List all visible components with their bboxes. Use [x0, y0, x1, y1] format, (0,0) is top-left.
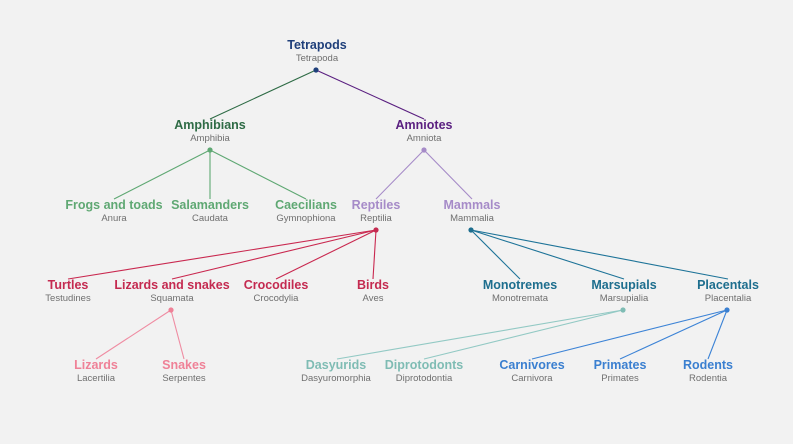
node-tetrapods-scientific: Tetrapoda	[295, 53, 339, 64]
node-salamanders: Salamanders Caudata	[171, 198, 249, 225]
link-mammals-placentals	[470, 229, 729, 280]
node-primates-common: Primates	[593, 358, 647, 372]
node-tetrapods-common: Tetrapods	[287, 38, 347, 52]
node-mammals-scientific: Mammalia	[450, 213, 494, 224]
node-snakes: Snakes Serpentes	[162, 358, 206, 385]
node-monotremes: Monotremes Monotremata	[483, 278, 557, 305]
node-squamates-common: Lizards and snakes	[114, 278, 230, 292]
node-lizards-common: Lizards	[74, 358, 118, 372]
node-carnivores-scientific: Carnivora	[511, 373, 553, 384]
link-mammals-monotremes	[470, 229, 521, 280]
link-mammals-marsupials	[470, 229, 625, 280]
junction-reptiles	[373, 227, 379, 233]
node-caecilians-common: Caecilians	[275, 198, 337, 212]
node-marsupials: Marsupials Marsupialia	[591, 278, 656, 305]
node-diprotodonts: Diprotodonts Diprotodontia	[385, 358, 463, 385]
node-frogs-scientific: Anura	[101, 213, 127, 224]
link-amniotes-mammals	[423, 149, 473, 200]
link-squamates-lizards	[95, 309, 172, 360]
link-tetrapods-amphibians	[209, 69, 317, 120]
junction-mammals	[468, 227, 474, 233]
node-crocodiles: Crocodiles Crocodylia	[244, 278, 309, 305]
link-reptiles-birds	[372, 229, 377, 280]
node-monotremes-scientific: Monotremata	[492, 293, 548, 304]
node-birds-common: Birds	[357, 278, 389, 292]
node-amniotes-scientific: Amniota	[406, 133, 442, 144]
node-caecilians-scientific: Gymnophiona	[276, 213, 336, 224]
link-marsupials-diprotodonts	[423, 309, 624, 360]
node-snakes-common: Snakes	[162, 358, 206, 372]
node-turtles: Turtles Testudines	[45, 278, 90, 305]
node-diprotodonts-scientific: Diprotodontia	[395, 373, 453, 384]
link-placentals-primates	[619, 309, 728, 360]
node-carnivores-common: Carnivores	[499, 358, 565, 372]
node-frogs-common: Frogs and toads	[65, 198, 163, 212]
node-mammals: Mammals Mammalia	[444, 198, 501, 225]
node-amniotes-common: Amniotes	[395, 118, 453, 132]
link-amniotes-reptiles	[375, 149, 425, 200]
node-mammals-common: Mammals	[443, 198, 501, 212]
node-salamanders-common: Salamanders	[171, 198, 249, 212]
link-marsupials-dasyurids	[336, 309, 624, 360]
junction-placentals	[724, 307, 730, 313]
node-monotremes-common: Monotremes	[482, 278, 558, 292]
link-reptiles-turtles	[67, 229, 377, 280]
node-snakes-scientific: Serpentes	[162, 373, 206, 384]
node-primates: Primates Primates	[594, 358, 647, 385]
node-carnivores: Carnivores Carnivora	[499, 358, 564, 385]
node-rodents: Rodents Rodentia	[683, 358, 733, 385]
link-placentals-rodents	[707, 309, 728, 360]
node-squamates-scientific: Squamata	[150, 293, 194, 304]
node-lizards-scientific: Lacertilia	[76, 373, 116, 384]
node-dasyurids: Dasyurids Dasyuromorphia	[301, 358, 371, 385]
node-squamates: Lizards and snakes Squamata	[114, 278, 229, 305]
node-lizards: Lizards Lacertilia	[74, 358, 118, 385]
node-amphibians-scientific: Amphibia	[190, 133, 230, 144]
node-caecilians: Caecilians Gymnophiona	[275, 198, 337, 225]
node-birds-scientific: Aves	[362, 293, 384, 304]
link-amphibians-frogs	[113, 149, 211, 200]
node-turtles-common: Turtles	[47, 278, 89, 292]
link-tetrapods-amniotes	[315, 69, 425, 120]
node-crocodiles-common: Crocodiles	[243, 278, 309, 292]
link-reptiles-squamates	[171, 229, 377, 280]
node-diprotodonts-common: Diprotodonts	[384, 358, 464, 372]
node-salamanders-scientific: Caudata	[192, 213, 228, 224]
node-rodents-scientific: Rodentia	[688, 373, 728, 384]
node-placentals-scientific: Placentalia	[704, 293, 752, 304]
node-reptiles-scientific: Reptilia	[360, 213, 392, 224]
node-marsupials-common: Marsupials	[591, 278, 657, 292]
junction-marsupials	[620, 307, 626, 313]
node-marsupials-scientific: Marsupialia	[599, 293, 649, 304]
node-dasyurids-common: Dasyurids	[305, 358, 367, 372]
node-tetrapods: Tetrapods Tetrapoda	[287, 38, 347, 65]
node-reptiles-common: Reptiles	[351, 198, 401, 212]
junction-amniotes	[421, 147, 427, 153]
junction-squamates	[168, 307, 174, 313]
node-frogs: Frogs and toads Anura	[65, 198, 162, 225]
node-reptiles: Reptiles Reptilia	[352, 198, 401, 225]
link-placentals-carnivores	[531, 309, 728, 360]
node-crocodiles-scientific: Crocodylia	[253, 293, 299, 304]
node-amphibians-common: Amphibians	[174, 118, 246, 132]
node-birds: Birds Aves	[357, 278, 389, 305]
link-amphibians-caecilians	[209, 149, 307, 200]
link-reptiles-crocodiles	[275, 229, 377, 280]
node-turtles-scientific: Testudines	[45, 293, 91, 304]
node-primates-scientific: Primates	[601, 373, 639, 384]
link-squamates-snakes	[170, 309, 185, 360]
node-dasyurids-scientific: Dasyuromorphia	[301, 373, 371, 384]
node-amphibians: Amphibians Amphibia	[174, 118, 246, 145]
node-placentals-common: Placentals	[697, 278, 759, 292]
node-rodents-common: Rodents	[683, 358, 733, 372]
junction-tetrapods	[313, 67, 319, 73]
node-amniotes: Amniotes Amniota	[396, 118, 453, 145]
junction-amphibians	[207, 147, 213, 153]
node-placentals: Placentals Placentalia	[697, 278, 759, 305]
